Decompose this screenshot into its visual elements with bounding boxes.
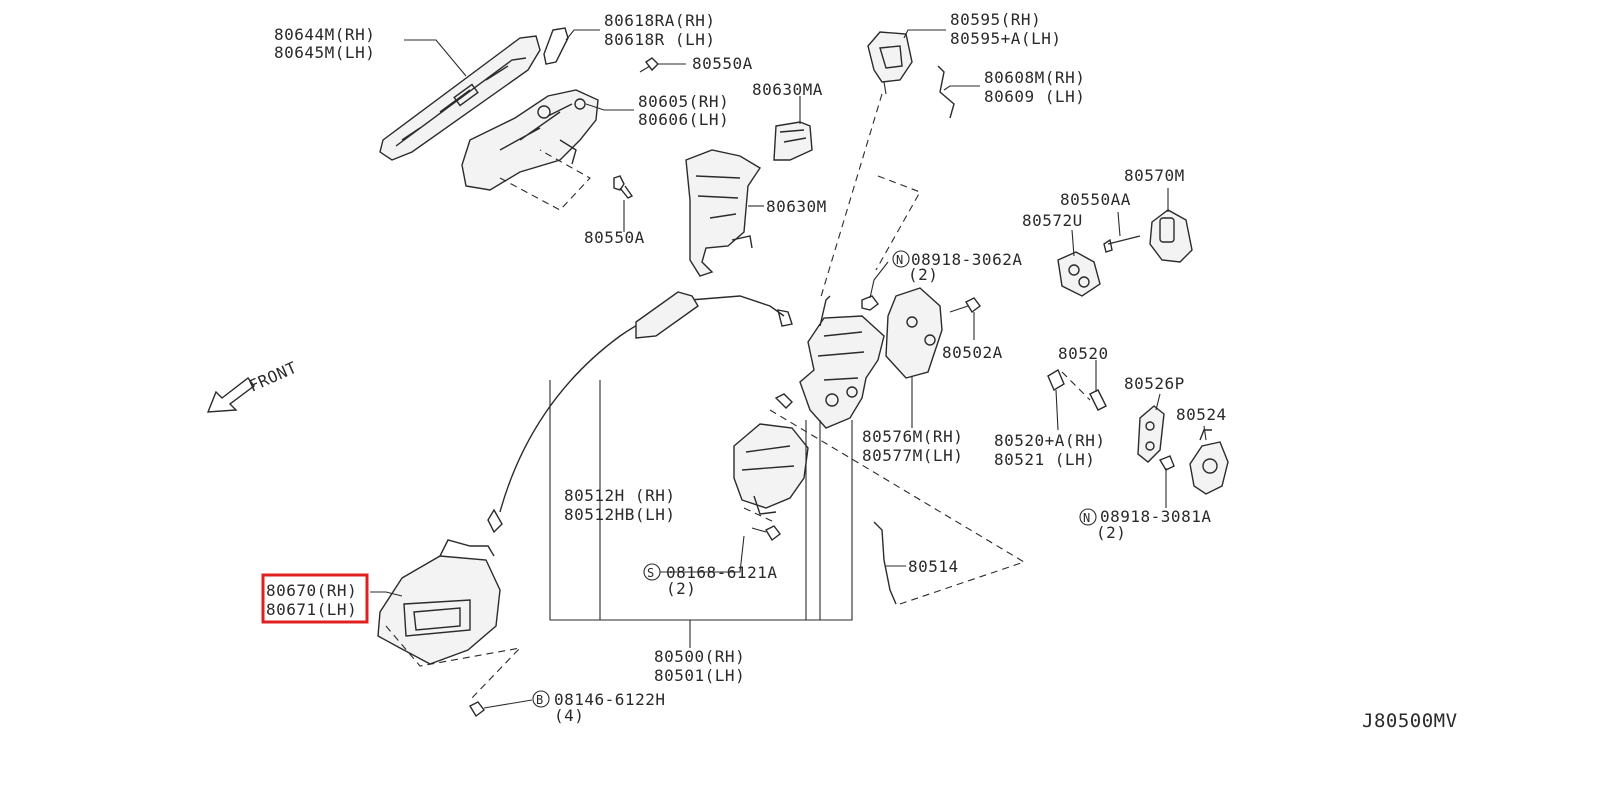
outside-handle-drawing <box>379 35 541 161</box>
door-lock-drawing <box>799 295 885 429</box>
marker-n2-text: N <box>1083 511 1091 525</box>
label-80514: 80514 <box>908 557 959 576</box>
label-80670: 80670(RH) <box>266 581 357 600</box>
label-80671: 80671(LH) <box>266 600 357 619</box>
front-label: FRONT <box>246 358 300 396</box>
label-80572u: 80572U <box>1022 211 1083 230</box>
label-08918-3081a-qty: (2) <box>1096 523 1126 542</box>
label-80630m: 80630M <box>766 197 827 216</box>
marker-s1-icon: S <box>643 563 661 581</box>
marker-n1-text: N <box>896 253 904 267</box>
bolt-08146-6122h-drawing <box>469 699 533 718</box>
retainer-80526p-drawing <box>1137 405 1165 463</box>
label-80595a: 80595+A(LH) <box>950 29 1061 48</box>
handle-bracket-drawing <box>461 89 599 191</box>
bolt-80550a-bottom-drawing <box>613 175 634 199</box>
rod-guide-80595-drawing <box>867 31 913 95</box>
label-80524: 80524 <box>1176 405 1227 424</box>
marker-b1-text: B <box>536 693 544 707</box>
label-80550aa: 80550AA <box>1060 190 1131 209</box>
rod-80514-drawing <box>873 521 897 605</box>
label-80608m: 80608M(RH) <box>984 68 1085 87</box>
label-08918-3062a-qty: (2) <box>908 265 938 284</box>
label-80502a: 80502A <box>942 343 1003 362</box>
label-80606: 80606(LH) <box>638 110 729 129</box>
dashed-connectors <box>385 93 1091 701</box>
bolt-80550a-top-drawing <box>639 57 659 73</box>
label-80644m: 80644M(RH) <box>274 25 375 44</box>
label-80526p: 80526P <box>1124 374 1185 393</box>
marker-n2-icon: N <box>1079 508 1097 526</box>
label-80645m: 80645M(LH) <box>274 43 375 62</box>
label-80512hb: 80512HB(LH) <box>564 505 675 524</box>
label-08918-3062a: 08918-3062A <box>911 250 1022 269</box>
label-80618ra: 80618RA(RH) <box>604 11 715 30</box>
label-80576m: 80576M(RH) <box>862 427 963 446</box>
latch-80670-drawing <box>377 539 501 665</box>
nut-08918-3062a-drawing <box>861 295 879 311</box>
label-80609: 80609 (LH) <box>984 87 1085 106</box>
rod-80608m-drawing <box>937 65 955 119</box>
label-80630ma: 80630MA <box>752 80 823 99</box>
shim-80572u-drawing <box>1057 251 1101 297</box>
bracket-80630m-drawing <box>685 149 761 277</box>
label-08168-6121a: 08168-6121A <box>666 563 777 582</box>
label-80577m: 80577M(LH) <box>862 446 963 465</box>
label-08168-6121a-qty: (2) <box>666 579 696 598</box>
label-80521: 80521 (LH) <box>994 450 1095 469</box>
label-80550a-top: 80550A <box>692 54 753 73</box>
clip-80520-drawing <box>1047 368 1107 411</box>
label-08918-3081a: 08918-3081A <box>1100 507 1211 526</box>
label-80520a: 80520+A(RH) <box>994 431 1105 450</box>
label-80605: 80605(RH) <box>638 92 729 111</box>
front-arrow-icon <box>206 377 255 413</box>
marker-n1-icon: N <box>892 250 910 268</box>
striker-80570m-drawing <box>1103 209 1193 263</box>
label-80595: 80595(RH) <box>950 10 1041 29</box>
screw-08168-6121a-drawing <box>751 525 781 542</box>
marker-s1-text: S <box>647 566 655 580</box>
nut-08918-3081a-drawing <box>1158 455 1175 471</box>
diagram-code: J80500MV <box>1362 710 1458 732</box>
marker-b1-icon: B <box>532 690 550 708</box>
label-80570m: 80570M <box>1124 166 1185 185</box>
actuator-drawing <box>733 393 809 515</box>
cylinder-80524-drawing <box>1189 429 1229 495</box>
bracket-80630ma-drawing <box>773 121 813 161</box>
label-80512h: 80512H (RH) <box>564 486 675 505</box>
gasket-drawing <box>543 27 569 65</box>
label-08146-6122h: 08146-6122H <box>554 690 665 709</box>
label-80550a-bottom: 80550A <box>584 228 645 247</box>
bolt-80502a-drawing <box>949 297 981 314</box>
highlight-box <box>261 573 369 624</box>
cable-80512h-drawing <box>487 291 793 534</box>
label-80500: 80500(RH) <box>654 647 745 666</box>
label-80618r: 80618R (LH) <box>604 30 715 49</box>
label-80520: 80520 <box>1058 344 1109 363</box>
label-08146-6122h-qty: (4) <box>554 706 584 725</box>
lock-plate-80576m-drawing <box>885 287 943 379</box>
leader-lines <box>370 29 1207 648</box>
label-80501: 80501(LH) <box>654 666 745 685</box>
